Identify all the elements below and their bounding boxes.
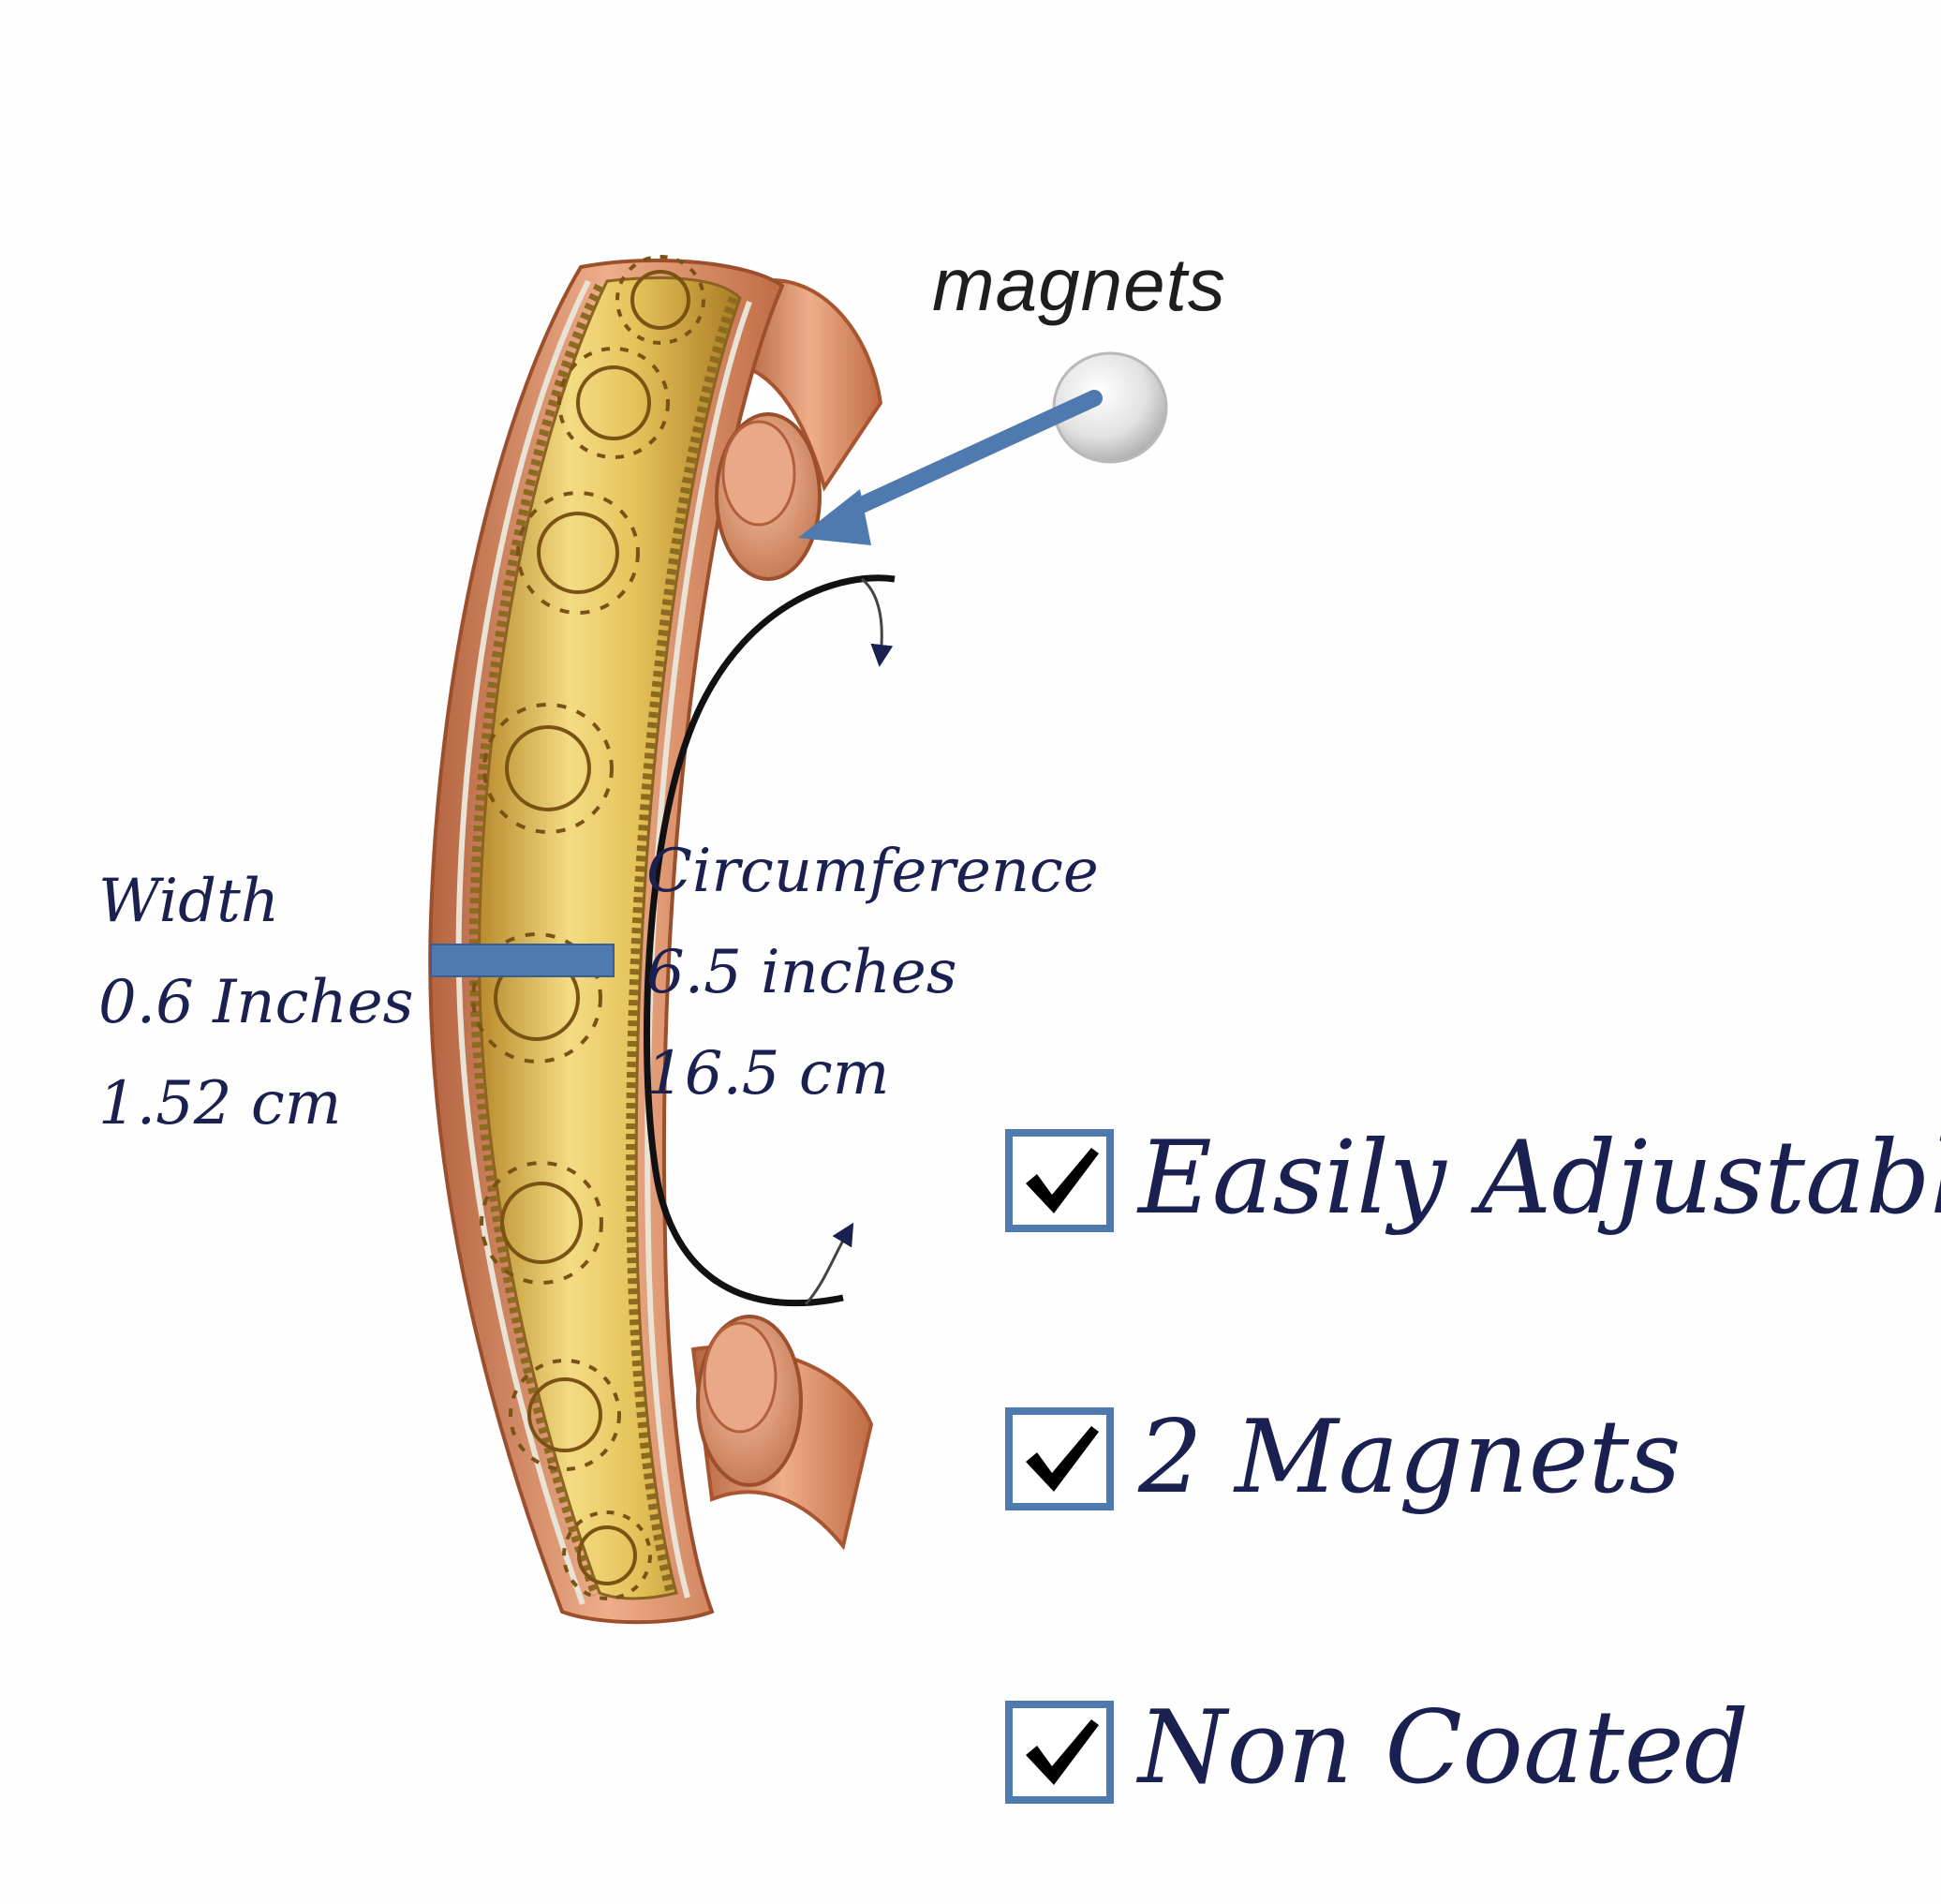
- width-cm: 1.52 cm: [98, 1069, 342, 1138]
- checkmark-icon: [1026, 1148, 1099, 1213]
- feature-checkbox: [1005, 1701, 1114, 1804]
- circumference-arc: [643, 574, 896, 1307]
- magnet-cap-top-icon: [715, 412, 822, 581]
- rope-border-right: [626, 296, 738, 1595]
- width-inches: 0.6 Inches: [98, 968, 414, 1037]
- feature-label: Non Coated: [1138, 1689, 1749, 1807]
- arc-arrow-top: [861, 577, 894, 667]
- magnets-label: magnets: [932, 243, 1226, 326]
- feature-checkbox: [1005, 1407, 1114, 1510]
- circumference-inches: 6.5 inches: [646, 938, 957, 1007]
- rope-border-left: [468, 283, 604, 1597]
- circumference-heading: Circumference: [646, 837, 1099, 906]
- silver-wire-left: [455, 279, 591, 1606]
- arc-arrow-bottom: [804, 1222, 854, 1306]
- magnet-callout-arrow: [798, 390, 1103, 545]
- cuff-brass-band: [478, 276, 742, 1600]
- checkmark-icon: [1026, 1719, 1099, 1785]
- cuff-inner-top: [737, 278, 883, 492]
- width-heading: Width: [98, 867, 280, 936]
- width-measure-bar: [430, 944, 615, 977]
- feature-label: Easily Adjustable: [1138, 1120, 1941, 1237]
- feature-label: 2 Magnets: [1138, 1399, 1682, 1516]
- magnet-cap-bottom-icon: [696, 1315, 803, 1487]
- circumference-cm: 16.5 cm: [646, 1039, 890, 1108]
- checkmark-icon: [1026, 1426, 1099, 1492]
- feature-checkbox: [1005, 1129, 1114, 1232]
